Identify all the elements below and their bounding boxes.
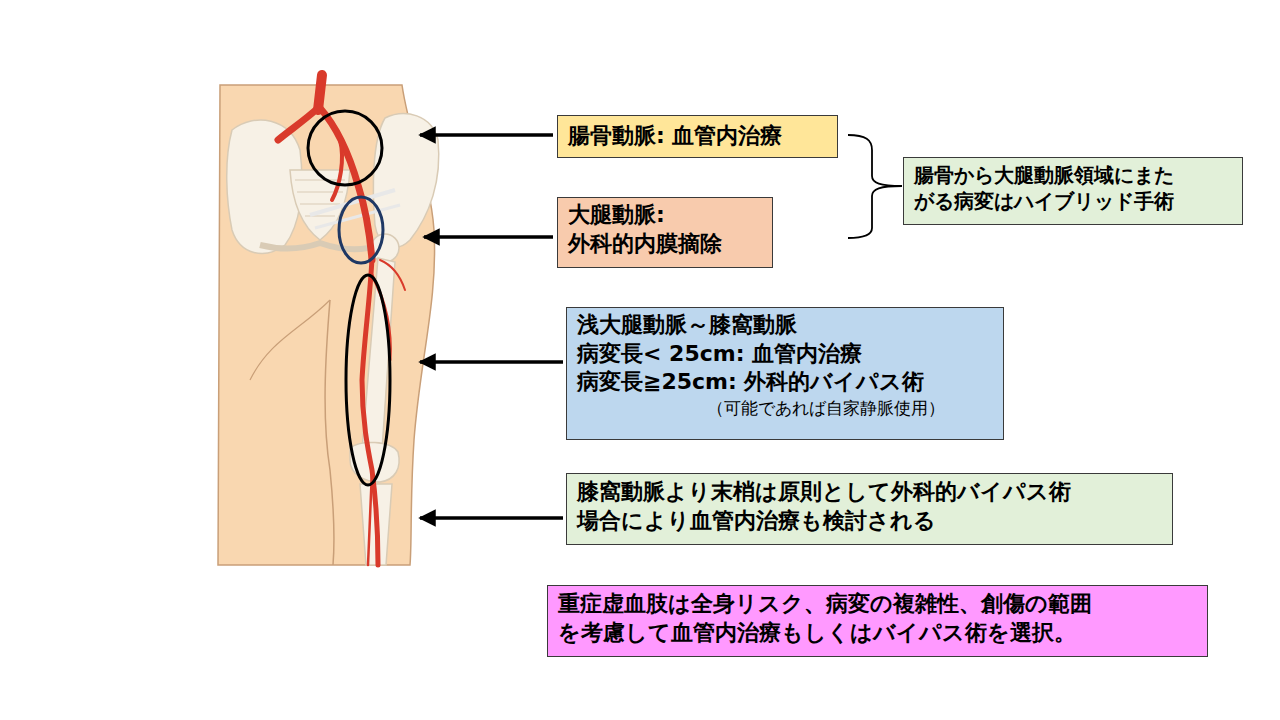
callout-box: 膝窩動脈より末梢は原則として外科的バイパス術場合により血管内治療も検討される	[566, 473, 1173, 545]
callout-box: 浅大腿動脈～膝窩動脈病変長< 25cm: 血管内治療病変長≧25cm: 外科的バ…	[566, 307, 1004, 440]
callout-box: 腸骨から大腿動脈領域にまた がる病変はハイブリッド手術	[903, 157, 1243, 225]
artery	[278, 75, 405, 565]
box-heading: 重症虚血肢は全身リスク、病変の複雑性、創傷の範囲 を考慮して血管内治療もしくはバ…	[558, 590, 1197, 647]
box-heading: 浅大腿動脈～膝窩動脈	[577, 311, 993, 340]
box-text: 病変長≧25cm: 外科的バイパス術	[577, 368, 993, 397]
lesion-ellipse	[308, 111, 390, 485]
femur-bone	[350, 234, 399, 565]
pointer-arrow	[420, 135, 563, 518]
box-text: 病変長< 25cm: 血管内治療	[577, 340, 993, 369]
grouping-bracket	[848, 135, 902, 238]
box-text: （可能であれば自家静脈使用）	[707, 397, 993, 419]
callout-box: 大腿動脈: 外科的内膜摘除	[557, 197, 773, 268]
box-text: 場合により血管内治療も検討される	[577, 507, 1162, 536]
callout-box: 腸骨動脈: 血管内治療	[557, 115, 838, 158]
callout-box: 重症虚血肢は全身リスク、病変の複雑性、創傷の範囲 を考慮して血管内治療もしくはバ…	[547, 585, 1208, 657]
box-heading: 腸骨から大腿動脈領域にまた がる病変はハイブリッド手術	[914, 162, 1232, 214]
box-heading: 膝窩動脈より末梢は原則として外科的バイパス術	[577, 478, 1162, 507]
box-heading: 腸骨動脈: 血管内治療	[568, 122, 827, 151]
box-heading: 大腿動脈: 外科的内膜摘除	[568, 201, 762, 258]
